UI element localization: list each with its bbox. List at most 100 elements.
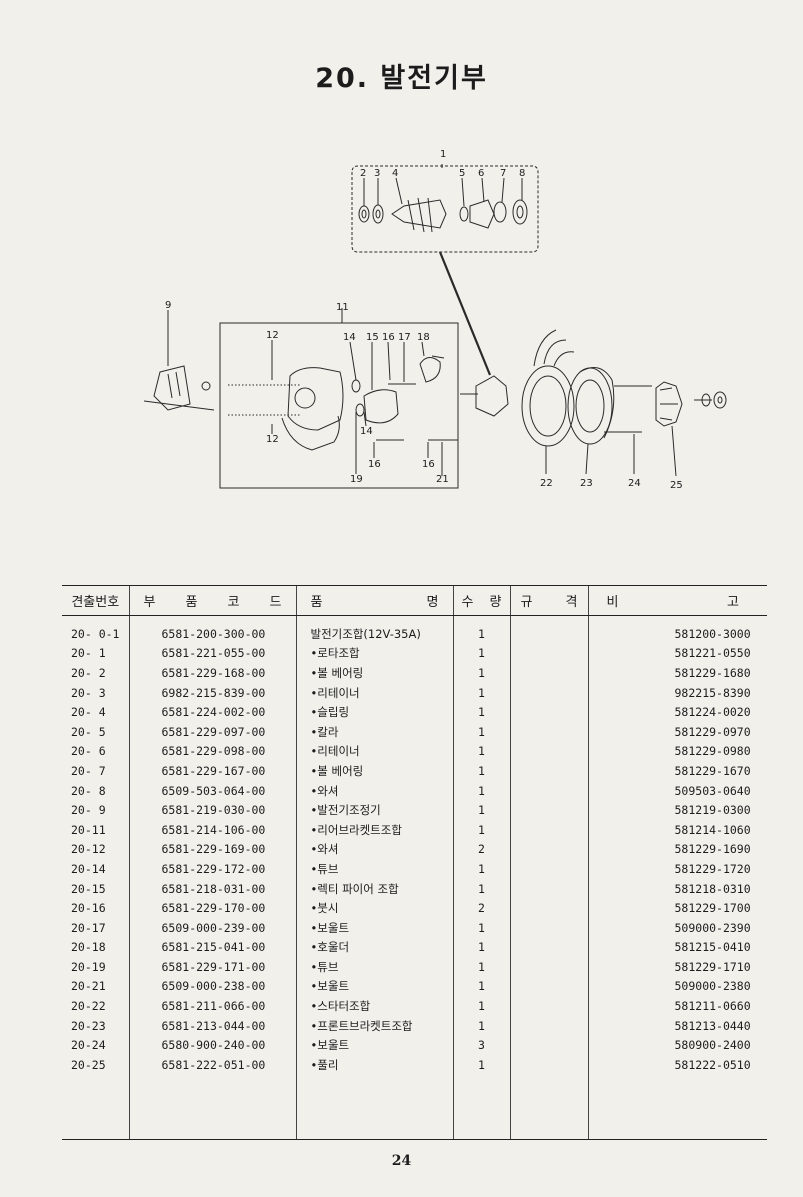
cell-code: 6581-221-055-00 bbox=[128, 643, 296, 664]
cell-spec bbox=[509, 819, 588, 840]
cell-spec bbox=[509, 721, 588, 742]
cell-no: 20-19 bbox=[71, 959, 106, 974]
cell-qty: 1 bbox=[452, 937, 510, 958]
callout-label: 21 bbox=[436, 474, 449, 485]
cell-code: 6581-224-002-00 bbox=[128, 702, 296, 722]
callout-label: 14 bbox=[360, 426, 373, 437]
cell-remark: 581213-0440 bbox=[587, 1015, 767, 1036]
cell-qty: 1 bbox=[452, 643, 510, 664]
cell-remark: 581229-0980 bbox=[587, 741, 767, 762]
cell-remark: 982215-8390 bbox=[587, 682, 767, 703]
callout-labels: 1 2 3 4 5 6 7 8 9 11 12 12 14 15 16 17 1… bbox=[165, 149, 683, 491]
cell-spec bbox=[509, 780, 588, 801]
cell-remark: 509503-0640 bbox=[587, 780, 767, 801]
cell-remark: 581200-3000 bbox=[587, 624, 767, 644]
cell-remark: 581221-0550 bbox=[587, 643, 767, 664]
cell-remark: 509000-2390 bbox=[587, 917, 767, 938]
cell-code: 6581-229-098-00 bbox=[128, 741, 296, 762]
cell-remark: 581229-1690 bbox=[587, 839, 767, 860]
callout-label: 17 bbox=[398, 332, 411, 343]
cell-spec bbox=[509, 859, 588, 879]
cell-remark: 581224-0020 bbox=[587, 702, 767, 722]
cell-qty: 1 bbox=[452, 957, 510, 977]
cell-no: 20-23 bbox=[71, 1018, 106, 1033]
cell-remark: 581218-0310 bbox=[587, 878, 767, 899]
cell-no: 20-24 bbox=[71, 1038, 106, 1053]
cell-spec bbox=[509, 917, 588, 938]
cell-spec bbox=[509, 957, 588, 977]
cell-no: 20-18 bbox=[71, 940, 106, 955]
cell-spec bbox=[509, 800, 588, 820]
callout-label: 4 bbox=[392, 168, 398, 179]
page-number: 24 bbox=[391, 1153, 412, 1169]
cell-remark: 509000-2380 bbox=[587, 976, 767, 997]
cell-name: •보울트 bbox=[295, 917, 453, 938]
cell-qty: 1 bbox=[452, 800, 510, 820]
cell-spec bbox=[509, 976, 588, 997]
cell-no: 20- 2 bbox=[71, 665, 106, 680]
cell-name: •붓시 bbox=[295, 898, 453, 918]
cell-no: 20-16 bbox=[71, 901, 106, 916]
alternator-exploded-diagram: 1 2 3 4 5 6 7 8 9 11 12 12 14 15 16 17 1… bbox=[143, 149, 727, 491]
callout-label: 9 bbox=[165, 300, 171, 311]
cell-remark: 581214-1060 bbox=[587, 819, 767, 840]
cell-spec bbox=[509, 839, 588, 860]
callout-label: 18 bbox=[417, 332, 430, 343]
cell-name: •로타조합 bbox=[295, 643, 453, 664]
cell-code: 6581-229-097-00 bbox=[128, 721, 296, 742]
cell-remark: 581229-1670 bbox=[587, 761, 767, 781]
callout-label: 12 bbox=[266, 330, 279, 341]
cell-code: 6581-222-051-00 bbox=[128, 1055, 296, 1075]
cell-code: 6581-229-171-00 bbox=[128, 957, 296, 977]
cell-no: 20- 4 bbox=[71, 705, 106, 720]
callout-label: 1 bbox=[440, 149, 446, 160]
cell-name: •리테이너 bbox=[295, 682, 453, 703]
cell-remark: 581229-1720 bbox=[587, 859, 767, 879]
cell-name: •튜브 bbox=[295, 859, 453, 879]
cell-no: 20- 0-1 bbox=[71, 626, 120, 641]
cell-code: 6581-229-167-00 bbox=[128, 761, 296, 781]
cell-remark: 581229-0970 bbox=[587, 721, 767, 742]
callout-label: 12 bbox=[266, 434, 279, 445]
cell-spec bbox=[509, 898, 588, 918]
cell-remark: 581219-0300 bbox=[587, 800, 767, 820]
callout-label: 19 bbox=[350, 474, 363, 485]
cell-remark: 581229-1700 bbox=[587, 898, 767, 918]
cell-name: •보울트 bbox=[295, 1035, 453, 1056]
cell-no: 20-22 bbox=[71, 999, 106, 1014]
cell-name: •풀리 bbox=[295, 1055, 453, 1075]
cell-spec bbox=[509, 761, 588, 781]
callout-label: 16 bbox=[422, 459, 435, 470]
cell-qty: 1 bbox=[452, 721, 510, 742]
cell-qty: 1 bbox=[452, 819, 510, 840]
cell-code: 6581-214-106-00 bbox=[128, 819, 296, 840]
cell-spec bbox=[509, 1015, 588, 1036]
callout-label: 7 bbox=[500, 168, 506, 179]
page-title: 20. 발전기부 bbox=[315, 63, 488, 94]
header-no: 견출번호 bbox=[62, 585, 129, 616]
cell-qty: 2 bbox=[452, 839, 510, 860]
cell-no: 20-25 bbox=[71, 1057, 106, 1072]
cell-spec bbox=[509, 663, 588, 683]
cell-qty: 1 bbox=[452, 1015, 510, 1036]
cell-qty: 1 bbox=[452, 996, 510, 1016]
cell-code: 6580-900-240-00 bbox=[128, 1035, 296, 1056]
callout-label: 22 bbox=[540, 478, 553, 489]
cell-no: 20- 8 bbox=[71, 783, 106, 798]
callout-label: 14 bbox=[343, 332, 356, 343]
cell-spec bbox=[509, 643, 588, 664]
callout-label: 8 bbox=[519, 168, 525, 179]
